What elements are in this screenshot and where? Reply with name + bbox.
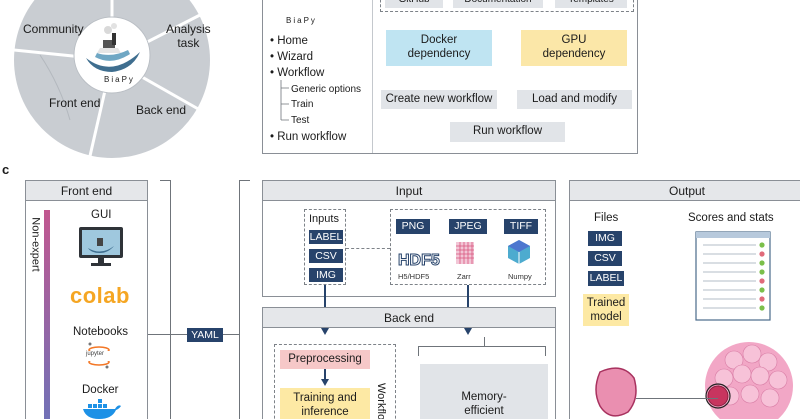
wheel-logo-text: BiaPy — [104, 75, 135, 84]
front-end-title: Front end — [26, 181, 147, 201]
menu-generic-options[interactable]: Generic options — [291, 84, 362, 95]
zarr-icon — [456, 242, 474, 264]
create-new-workflow-button[interactable]: Create new workflow — [381, 90, 497, 109]
templates-button[interactable]: Templates — [555, 0, 627, 8]
notebooks-label: Notebooks — [73, 326, 128, 338]
format-jpeg-badge: JPEG — [449, 219, 487, 234]
wheel-label-back-end: Back end — [136, 103, 187, 117]
svg-text:HDF5: HDF5 — [398, 252, 440, 269]
output-img-badge: IMG — [588, 231, 622, 246]
gui-sidebar — [263, 0, 373, 153]
docker-dependency-box[interactable]: Docker dependency — [386, 30, 492, 66]
biapy-wheel — [13, 0, 210, 158]
numpy-caption: Numpy — [508, 272, 532, 281]
preproc-to-training-arrow — [324, 369, 326, 381]
input-to-backend-arrowhead-2 — [464, 328, 472, 335]
front-end-panel: Front end — [25, 180, 148, 419]
monitor-icon — [79, 227, 123, 266]
memory-bracket-right — [545, 346, 546, 356]
github-button[interactable]: GitHub — [385, 0, 443, 8]
inputs-label: Inputs — [309, 213, 339, 225]
output-panel: Output — [569, 180, 800, 419]
menu-train[interactable]: Train — [291, 99, 314, 110]
menu-tree-lines — [280, 80, 289, 121]
training-inference-step: Training and inference — [280, 388, 370, 419]
menu-home[interactable]: • Home — [270, 35, 308, 47]
panel-c-label: c — [2, 162, 10, 177]
scores-stats-label: Scores and stats — [688, 212, 774, 224]
workflow-dashed-group — [274, 344, 396, 419]
output-label-badge: LABEL — [588, 271, 624, 286]
cell-zoom-line — [636, 398, 718, 399]
inputs-dashed-group — [304, 209, 346, 285]
front-to-yaml-line-top — [160, 180, 171, 181]
docker-label: Docker — [82, 384, 119, 396]
numpy-icon — [508, 240, 530, 264]
inputs-to-formats-line — [346, 248, 390, 249]
trained-model-box: Trained model — [583, 294, 629, 326]
input-label-badge: LABEL — [309, 230, 343, 244]
preprocessing-step: Preprocessing — [280, 350, 370, 369]
menu-wizard-label: Wizard — [277, 51, 314, 63]
menu-wizard[interactable]: • Wizard — [270, 51, 314, 63]
memory-efficient-box: Memory- efficient — [420, 364, 548, 419]
gui-label: GUI — [91, 209, 112, 221]
load-and-modify-button[interactable]: Load and modify — [517, 90, 632, 109]
segmented-cell-icon — [595, 367, 637, 417]
input-connector-v — [239, 180, 240, 419]
jupyter-label: jupyter — [86, 351, 105, 357]
preproc-to-training-arrowhead — [321, 379, 329, 386]
gui-logo-text: BiaPy — [286, 16, 317, 25]
memory-bracket-left — [418, 346, 419, 356]
zarr-caption: Zarr — [457, 272, 471, 281]
hdf5-icon: HDF5 — [398, 252, 441, 270]
scores-sheet-icon — [695, 231, 771, 321]
output-csv-badge: CSV — [588, 251, 622, 266]
hdf5-caption: H5/HDF5 — [398, 272, 430, 281]
back-end-title: Back end — [263, 308, 555, 328]
input-to-backend-arrowhead-1 — [321, 328, 329, 335]
documentation-button[interactable]: Documentation — [453, 0, 543, 8]
biapy-logo-icon — [86, 23, 140, 72]
menu-run-workflow-label: Run workflow — [277, 131, 347, 143]
wheel-label-front-end: Front end — [49, 96, 101, 110]
format-png-badge: PNG — [396, 219, 430, 234]
input-connector-top — [239, 180, 250, 181]
workflow-vertical-label: Workflow — [375, 382, 388, 419]
gui-panel — [262, 0, 638, 154]
top-buttons-group — [380, 0, 634, 12]
files-label: Files — [594, 212, 619, 224]
back-end-panel: Back end — [262, 307, 556, 419]
organoid-3d-icon — [705, 342, 793, 419]
non-expert-label: Non-expert — [29, 217, 42, 272]
memory-bracket-stem — [484, 337, 485, 347]
input-panel: Input — [262, 180, 556, 297]
run-workflow-button[interactable]: Run workflow — [450, 122, 565, 142]
yaml-badge: YAML — [187, 328, 223, 342]
input-title: Input — [263, 181, 555, 201]
menu-run-workflow[interactable]: • Run workflow — [270, 131, 347, 143]
output-title: Output — [570, 181, 800, 201]
input-csv-badge: CSV — [309, 249, 343, 263]
front-to-yaml-line-v — [170, 180, 171, 419]
non-expert-gradient-bar — [44, 210, 50, 419]
menu-workflow[interactable]: • Workflow — [270, 67, 325, 79]
formats-dashed-group — [390, 209, 546, 285]
format-tiff-badge: TIFF — [504, 219, 538, 234]
menu-home-label: Home — [277, 35, 308, 47]
menu-workflow-label: Workflow — [277, 67, 325, 79]
docker-icon — [83, 399, 121, 419]
gpu-dependency-box[interactable]: GPU dependency — [521, 30, 627, 66]
input-img-badge: IMG — [309, 268, 343, 282]
colab-logo: colab — [70, 283, 130, 308]
jupyter-icon — [88, 342, 110, 369]
memory-bracket-top — [418, 346, 546, 347]
wheel-label-analysis-task: Analysis task — [166, 22, 211, 50]
menu-test[interactable]: Test — [291, 115, 310, 126]
wheel-label-community: Community — [23, 22, 84, 36]
